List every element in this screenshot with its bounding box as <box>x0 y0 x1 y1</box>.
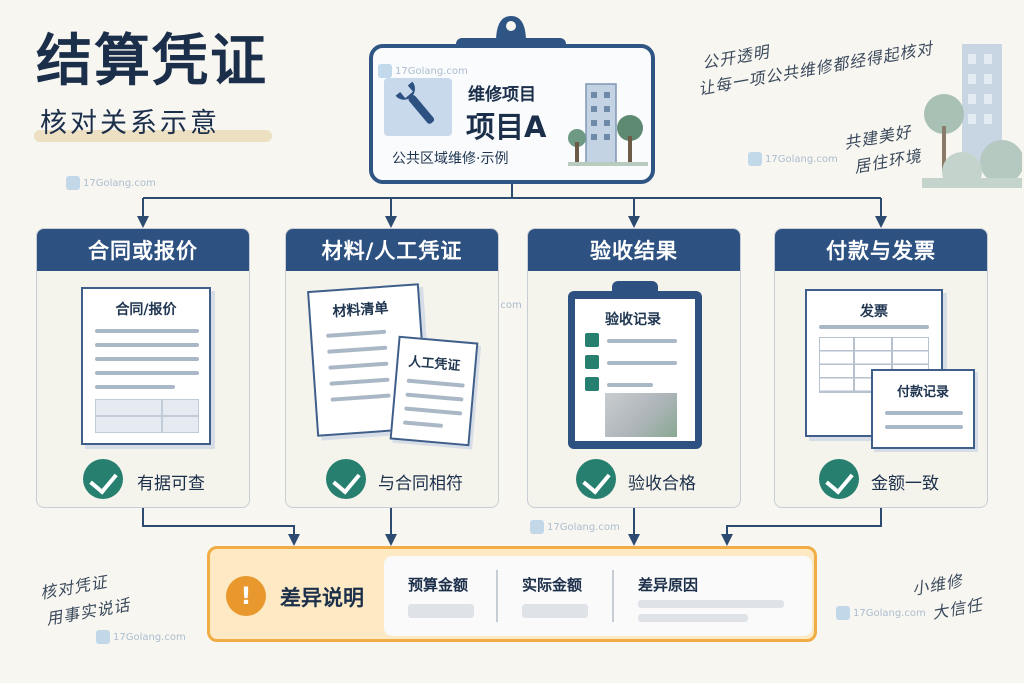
subtitle-underline <box>34 130 272 142</box>
wrench-icon <box>395 81 435 124</box>
checkbox-icon <box>585 333 599 347</box>
check-icon <box>576 459 616 499</box>
stage-material-labor: 材料/人工凭证 材料清单 人工凭证 与合同相符 <box>285 228 499 508</box>
stage-title: 付款与发票 <box>775 229 987 271</box>
subtitle: 核对关系示意 <box>40 108 220 139</box>
invoice-doc-title: 发票 <box>860 304 888 320</box>
project-name: 项目A <box>466 110 547 144</box>
project-note: 公共区域维修·示例 <box>392 151 509 167</box>
watermark: 17Golang.com <box>748 152 838 166</box>
difference-reason-line <box>638 614 748 622</box>
payment-record-document: 付款记录 <box>871 369 975 449</box>
check-icon <box>326 459 366 499</box>
stage-title: 合同或报价 <box>37 229 249 271</box>
labor-document: 人工凭证 <box>389 335 479 447</box>
contract-document: 合同/报价 <box>81 287 211 445</box>
budget-amount-value <box>408 604 474 618</box>
column-divider <box>496 570 498 622</box>
budget-amount-label: 预算金额 <box>408 576 469 594</box>
contract-doc-title: 合同/报价 <box>115 302 177 318</box>
difference-table <box>384 556 812 636</box>
payment-doc-title: 付款记录 <box>896 385 949 400</box>
difference-reason-label: 差异原因 <box>638 576 699 594</box>
check-icon <box>819 459 859 499</box>
material-doc-title: 材料清单 <box>332 300 390 321</box>
checkbox-icon <box>585 355 599 369</box>
difference-title: 差异说明 <box>280 586 364 610</box>
acceptance-doc-title: 验收记录 <box>605 312 661 328</box>
watermark: 17Golang.com <box>66 176 156 190</box>
project-icon-box <box>384 78 452 136</box>
stage-title: 材料/人工凭证 <box>286 229 498 271</box>
check-label: 有据可查 <box>137 474 205 494</box>
stage-title: 验收结果 <box>528 229 740 271</box>
column-divider <box>612 570 614 622</box>
site-photo <box>605 393 677 437</box>
stage-payment-invoice: 付款与发票 发票 付款记录 金额一致 <box>774 228 988 508</box>
stage-acceptance: 验收结果 验收记录 验收合格 <box>527 228 741 508</box>
watermark: 17Golang.com <box>530 520 620 534</box>
labor-doc-title: 人工凭证 <box>407 354 461 375</box>
actual-amount-value <box>522 604 588 618</box>
watermark: 17Golang.com <box>378 64 468 78</box>
check-label: 验收合格 <box>628 474 696 494</box>
project-label: 维修项目 <box>468 85 536 105</box>
watermark: 17Golang.com <box>96 630 186 644</box>
check-icon <box>83 459 123 499</box>
actual-amount-label: 实际金额 <box>522 576 583 594</box>
main-title: 结算凭证 <box>36 29 268 94</box>
warning-icon: ! <box>226 576 266 616</box>
building-icon <box>568 83 648 166</box>
clipboard-icon: 验收记录 <box>568 281 702 449</box>
check-label: 金额一致 <box>871 474 939 494</box>
skyline-building-icon <box>922 44 1022 188</box>
checkbox-icon <box>585 377 599 391</box>
check-label: 与合同相符 <box>378 474 463 494</box>
difference-reason-line <box>638 600 784 608</box>
watermark: 17Golang.com <box>836 606 926 620</box>
stage-contract: 合同或报价 合同/报价 有据可查 <box>36 228 250 508</box>
